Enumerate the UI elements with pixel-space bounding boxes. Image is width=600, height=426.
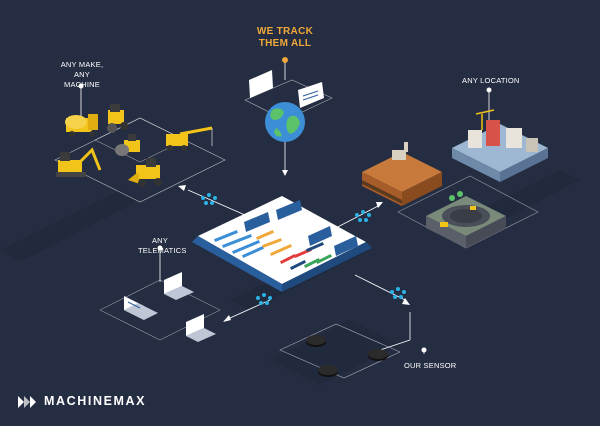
roller-icon (115, 134, 140, 156)
label-any-make: ANY MAKE, ANY MACHINE (56, 60, 108, 90)
label-any-make-line-1: ANY MAKE, (60, 60, 104, 69)
label-any-location: ANY LOCATION (462, 76, 520, 85)
sensor-icon (318, 365, 338, 377)
label-our-sensor: OUR SENSOR (404, 361, 457, 370)
brand-name: MACHINEMAX (44, 394, 147, 408)
telematics-cluster (99, 272, 221, 342)
globe-icon (265, 102, 305, 142)
dashboard-icon (214, 200, 358, 271)
laptop-icon (186, 314, 216, 342)
node-cluster-bottom-right (390, 287, 406, 299)
sensor-cluster (279, 323, 401, 379)
mixer-truck-icon (65, 114, 98, 137)
node-dots (201, 193, 406, 305)
node-cluster-right (355, 210, 371, 222)
headline-line-1: WE TRACK (256, 26, 314, 37)
node-cluster-bottom-left (256, 293, 272, 305)
label-any-telematics: ANY TELEMATICS (138, 236, 187, 256)
quarry-icon (426, 191, 506, 248)
laptop-icon (124, 296, 158, 320)
crane-icon (166, 126, 213, 151)
connector-dots (78, 57, 492, 353)
mine-icon (362, 142, 442, 206)
label-any-telematics-line-2: TELEMATICS (138, 246, 187, 255)
headline-line-2: THEM ALL (258, 38, 312, 49)
city-icon (452, 109, 548, 182)
floating-screen-left-icon (249, 70, 273, 98)
label-any-make-line-2: ANY MACHINE (64, 70, 100, 89)
label-any-telematics-line-1: ANY (151, 236, 169, 245)
headline: WE TRACK THEM ALL (248, 26, 322, 50)
globe-cluster (244, 70, 333, 142)
location-cluster (362, 109, 548, 249)
floating-screen-right-icon (298, 82, 324, 108)
dashboard-platform (192, 196, 372, 292)
compactor-icon (107, 104, 128, 133)
sensor-icon (368, 349, 388, 361)
laptop-icon (164, 272, 194, 300)
node-cluster-left (201, 193, 217, 205)
excavator-icon (56, 147, 102, 177)
brand-logo: MACHINEMAX (38, 394, 146, 408)
sensor-icon (306, 335, 326, 347)
logo-mark-icon (18, 396, 36, 408)
loader-icon (128, 158, 162, 187)
machines-cluster (54, 104, 226, 203)
